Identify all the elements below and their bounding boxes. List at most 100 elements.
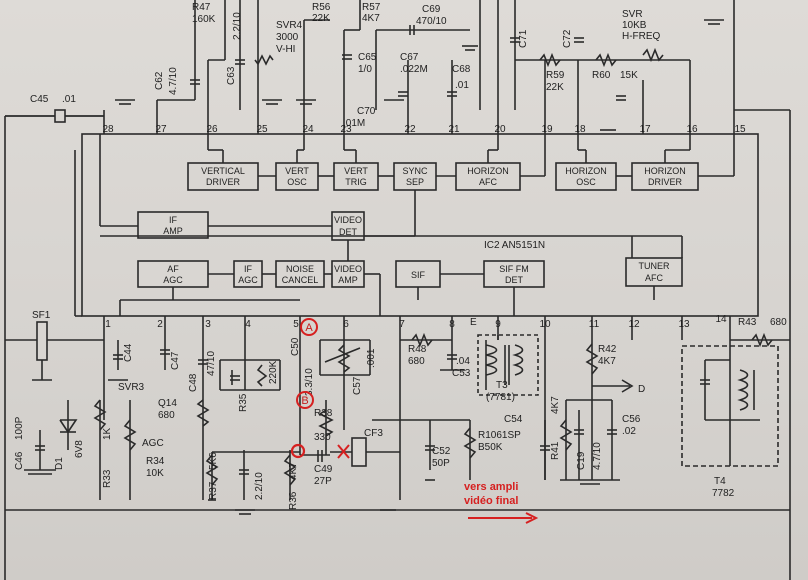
center-components bbox=[300, 332, 790, 500]
pin-17: 17 bbox=[639, 124, 651, 135]
label-r37: R37 bbox=[208, 481, 219, 500]
svg-text:AGC: AGC bbox=[238, 275, 258, 285]
label-c68-value: .01 bbox=[455, 80, 469, 91]
block-if-amp: IF AMP bbox=[137, 211, 209, 239]
pin-19: 19 bbox=[541, 124, 553, 135]
pin-22: 22 bbox=[404, 124, 416, 135]
top-pins bbox=[103, 110, 735, 134]
block-horizon-osc: HORIZON OSC bbox=[555, 162, 617, 191]
label-c53: C53 bbox=[452, 368, 471, 379]
label-c45-value: .01 bbox=[62, 94, 76, 105]
marker-test-point bbox=[290, 443, 306, 459]
top-capacitors bbox=[190, 25, 664, 101]
pin-5: 5 bbox=[293, 319, 299, 330]
label-c48: C48 bbox=[188, 373, 199, 392]
label-c63: C63 bbox=[226, 66, 237, 85]
pin-3: 3 bbox=[205, 319, 211, 330]
lower-left-components bbox=[5, 321, 790, 511]
svg-text:DET: DET bbox=[505, 275, 524, 285]
svg-text:TRIG: TRIG bbox=[345, 177, 367, 187]
label-r38-value: 330 bbox=[314, 432, 331, 443]
block-sif: SIF bbox=[395, 260, 441, 288]
svg-text:AFC: AFC bbox=[645, 273, 664, 283]
pin-11: 11 bbox=[589, 319, 600, 330]
block-sif-fm-det: SIF FM DET bbox=[483, 260, 545, 288]
middle-signal-path bbox=[99, 134, 683, 316]
label-svr-name: H-FREQ bbox=[622, 31, 661, 42]
label-c65: C65 bbox=[358, 52, 377, 63]
svg-text:B: B bbox=[301, 395, 308, 407]
label-cf3: CF3 bbox=[364, 428, 383, 439]
block-horizon-driver: HORIZON DRIVER bbox=[631, 162, 699, 191]
label-r35: R35 bbox=[238, 393, 249, 412]
pin-23: 23 bbox=[340, 124, 352, 135]
marker-cross bbox=[337, 444, 350, 459]
pin-20: 20 bbox=[494, 124, 506, 135]
svg-text:OSC: OSC bbox=[287, 177, 307, 187]
svg-text:DRIVER: DRIVER bbox=[648, 177, 683, 187]
label-t4: T4 bbox=[714, 476, 726, 487]
block-af-agc: AF AGC bbox=[137, 260, 209, 288]
label-c67: C67 bbox=[400, 52, 419, 63]
label-d1: D1 bbox=[54, 457, 65, 470]
label-t3: T3 bbox=[496, 380, 508, 391]
label-c46-value: 100P bbox=[14, 416, 25, 440]
svg-text:VERT: VERT bbox=[344, 166, 368, 176]
svg-text:AGC: AGC bbox=[163, 275, 183, 285]
label-c19-value: 4.7/10 bbox=[592, 442, 603, 470]
pin-2: 2 bbox=[157, 319, 163, 330]
label-svr4-name: V-HI bbox=[276, 44, 295, 55]
block-tuner-afc: TUNER AFC bbox=[625, 257, 683, 287]
pin-24: 24 bbox=[302, 124, 314, 135]
label-r43-value: 680 bbox=[770, 317, 787, 328]
annotation-line-2: vidéo final bbox=[464, 495, 518, 507]
label-r59: R59 bbox=[546, 70, 565, 81]
label-c53-value: .04 bbox=[456, 356, 470, 367]
pin-4: 4 bbox=[245, 319, 251, 330]
label-svr: SVR bbox=[622, 9, 643, 20]
label-c62-value: 4.7/10 bbox=[168, 67, 179, 95]
label-e: E bbox=[470, 317, 477, 328]
svg-text:NOISE: NOISE bbox=[286, 264, 314, 274]
pin-6: 6 bbox=[343, 319, 349, 330]
label-r41: R41 bbox=[550, 441, 561, 460]
label-svr4: SVR4 bbox=[276, 20, 303, 31]
svg-text:SIF FM: SIF FM bbox=[499, 264, 529, 274]
annotation-arrow bbox=[468, 512, 539, 524]
label-d1-value: 6V8 bbox=[74, 440, 85, 458]
block-horizon-afc: HORIZON AFC bbox=[455, 162, 521, 191]
label-c45: C45 bbox=[30, 94, 49, 105]
block-noise-cancel: NOISE CANCEL bbox=[275, 260, 325, 288]
label-r60: R60 bbox=[592, 70, 611, 81]
label-c54: C54 bbox=[504, 414, 523, 425]
label-svr3: SVR3 bbox=[118, 382, 145, 393]
label-q14: Q14 bbox=[158, 398, 177, 409]
label-r36: R36 bbox=[288, 491, 299, 510]
svg-text:SEP: SEP bbox=[406, 177, 424, 187]
pin-27: 27 bbox=[155, 124, 167, 135]
label-c47: C47 bbox=[170, 351, 181, 370]
svg-text:VERT: VERT bbox=[285, 166, 309, 176]
ic-label: IC2 AN5151N bbox=[484, 240, 545, 251]
top-components bbox=[5, 0, 791, 580]
label-r34: R34 bbox=[146, 456, 165, 467]
label-r48: R48 bbox=[408, 344, 427, 355]
label-c70: C70 bbox=[357, 106, 376, 117]
label-c19: C19 bbox=[576, 451, 587, 470]
label-c70-value: .01M bbox=[343, 118, 365, 129]
block-video-amp: VIDEO AMP bbox=[331, 260, 365, 288]
label-c44: C44 bbox=[123, 343, 134, 362]
pin-12: 12 bbox=[628, 319, 640, 330]
label-c71: C71 bbox=[518, 29, 529, 48]
pin-18: 18 bbox=[574, 124, 586, 135]
label-c56: C56 bbox=[622, 414, 641, 425]
label-c52: C52 bbox=[432, 446, 451, 457]
label-r41-value: 4K7 bbox=[550, 396, 561, 414]
svg-text:SYNC: SYNC bbox=[402, 166, 428, 176]
label-r59-value: 22K bbox=[546, 82, 564, 93]
label-c46: C46 bbox=[14, 451, 25, 470]
svg-text:AF: AF bbox=[167, 264, 179, 274]
label-r57: R57 bbox=[362, 2, 381, 13]
label-r56: R56 bbox=[312, 2, 331, 13]
